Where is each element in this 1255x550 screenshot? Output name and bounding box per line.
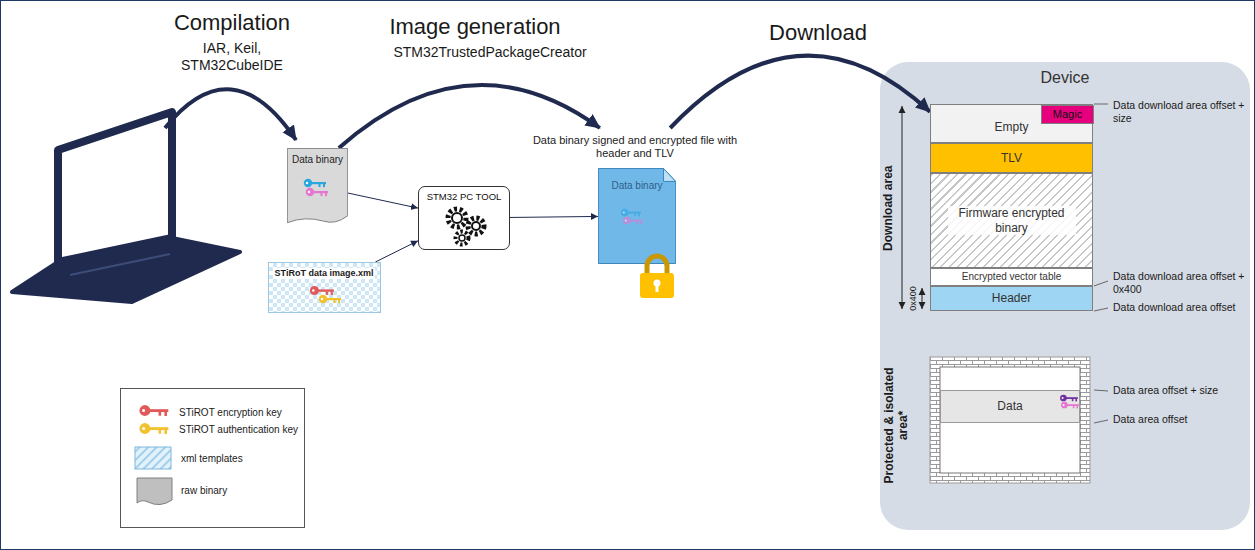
leader-ticks <box>1094 104 1108 423</box>
offset-label: Data download area offset + size <box>1113 99 1251 124</box>
node-text: STiRoT data image.xml <box>273 268 376 279</box>
tool-names: IAR, Keil, STM32CubeIDE <box>176 40 288 74</box>
file-name: Data binary <box>598 168 676 192</box>
flow-arrow <box>670 56 930 128</box>
encrypted-file-group: Data binary signed and encrypted file wi… <box>525 128 745 303</box>
memory-region: Encrypted vector table <box>930 268 1093 286</box>
node-text: Data <box>997 399 1022 413</box>
xml-template-file: STiRoT data image.xml <box>268 262 381 313</box>
node-text: Device <box>1041 68 1090 87</box>
memory-region: Header <box>930 286 1093 311</box>
connector-arrow <box>348 193 418 208</box>
area-label: Download area <box>882 165 896 250</box>
legend-samples <box>135 405 172 505</box>
offset-label: Data area offset <box>1113 413 1188 426</box>
connector-arrow <box>510 216 598 217</box>
memory-region: Firmware encrypted binary <box>930 173 1093 268</box>
gear-icons <box>445 205 491 249</box>
lock-icon <box>637 254 677 300</box>
node-text: TLV <box>1001 151 1022 165</box>
stage-title: Compilation <box>174 10 290 36</box>
pc-tool-box: STM32 PC TOOL <box>418 186 510 250</box>
legend-text: STiROT authentication key <box>179 424 298 436</box>
offset-label: Data download area offset <box>1113 301 1235 314</box>
compilation-arrow <box>165 89 296 140</box>
tool-names: STM32TrustedPackageCreator <box>393 44 586 61</box>
node-text: Firmware encrypted binary <box>948 206 1076 235</box>
flow-arrow <box>339 85 600 148</box>
node-text: Empty <box>994 120 1028 134</box>
area-label: Protected & isolated area* <box>882 358 911 493</box>
key-icons <box>303 178 329 200</box>
memory-region: Empty Magic <box>930 104 1093 143</box>
node-text: Data binary <box>292 154 343 166</box>
protected-area <box>930 357 1090 483</box>
file-caption: Data binary signed and encrypted file wi… <box>533 134 738 160</box>
offset-arrow <box>922 288 923 309</box>
key-icons <box>309 285 343 309</box>
encrypted-file: Data binary <box>598 168 676 264</box>
size-label: 0x400 <box>908 286 919 311</box>
download-area-arrow <box>902 106 903 309</box>
laptop-illustration <box>12 112 240 302</box>
node-text: Header <box>992 291 1031 305</box>
node-text: STM32 PC TOOL <box>427 191 502 202</box>
offset-label: Data area offset + size <box>1113 384 1218 397</box>
stage-title: Download <box>769 20 867 46</box>
key-icons <box>1059 394 1081 410</box>
node-text: Encrypted vector table <box>962 271 1062 283</box>
legend-text: STiROT encryption key <box>179 407 282 419</box>
memory-region: TLV <box>930 143 1093 173</box>
key-icons <box>620 208 646 228</box>
stage-title: Image generation <box>389 14 560 40</box>
connector-arrow <box>375 241 418 262</box>
legend-text: raw binary <box>181 485 227 497</box>
data-region: Data <box>940 390 1080 423</box>
magic-field: Magic <box>1041 105 1094 124</box>
legend-text: xml templates <box>181 453 243 465</box>
offset-label: Data download area offset + 0x400 <box>1113 270 1251 295</box>
node-text: Magic <box>1053 108 1082 121</box>
raw-binary-file: Data binary <box>287 148 348 225</box>
